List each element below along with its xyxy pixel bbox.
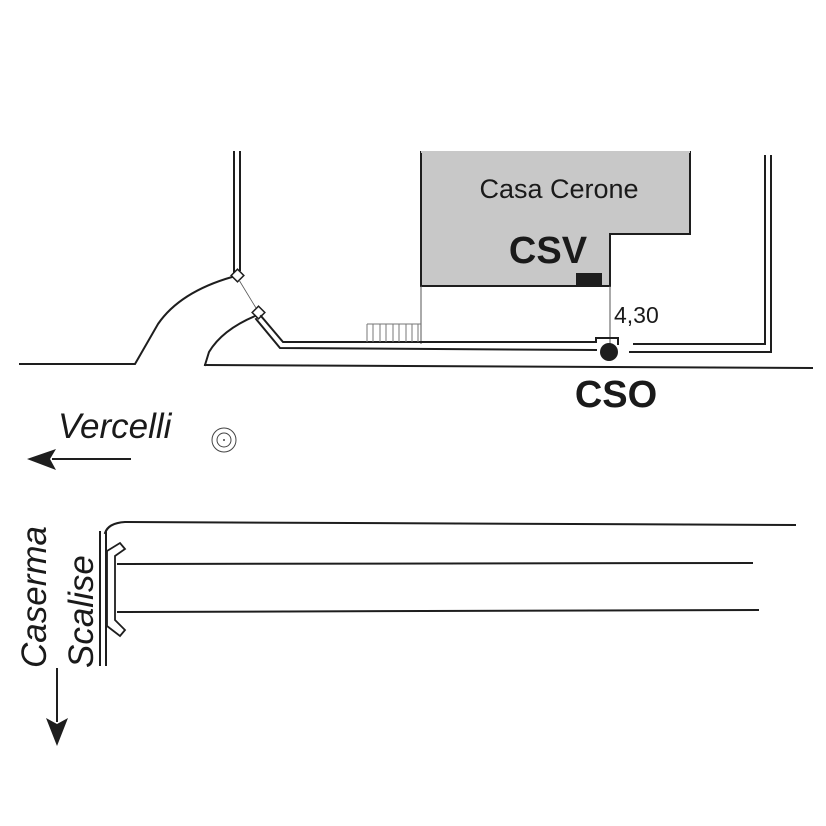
left-curve-access (19, 275, 234, 365)
manhole-icon (211, 427, 237, 453)
road-lane-line-2 (116, 608, 760, 614)
road-edge-north (203, 363, 814, 370)
building-name-label: Casa Cerone (479, 174, 638, 204)
right-curve-access (203, 314, 257, 367)
measure-label: 4,30 (614, 302, 659, 328)
front-wall-outer (254, 317, 598, 352)
west-arrow-icon (27, 449, 56, 470)
vercelli-label: Vercelli (58, 407, 173, 446)
road-edge-south-top (103, 520, 797, 535)
caserma-label: Caserma (15, 526, 54, 668)
right-wall-outer (629, 155, 772, 353)
right-wall-inner (633, 155, 766, 345)
cso-outfall-point (600, 343, 618, 361)
gate-post-upper (230, 268, 245, 283)
stairs-hatch (366, 323, 421, 342)
cso-label: CSO (575, 374, 657, 416)
scalise-label: Scalise (62, 555, 101, 668)
caserma-gate-bracket (106, 541, 127, 638)
csv-label: CSV (509, 230, 588, 272)
road-lane-line-1 (116, 561, 754, 566)
csv-marker (576, 273, 602, 286)
south-arrow-icon (46, 718, 68, 746)
gate-line (238, 279, 257, 309)
front-wall-inner (259, 314, 619, 345)
